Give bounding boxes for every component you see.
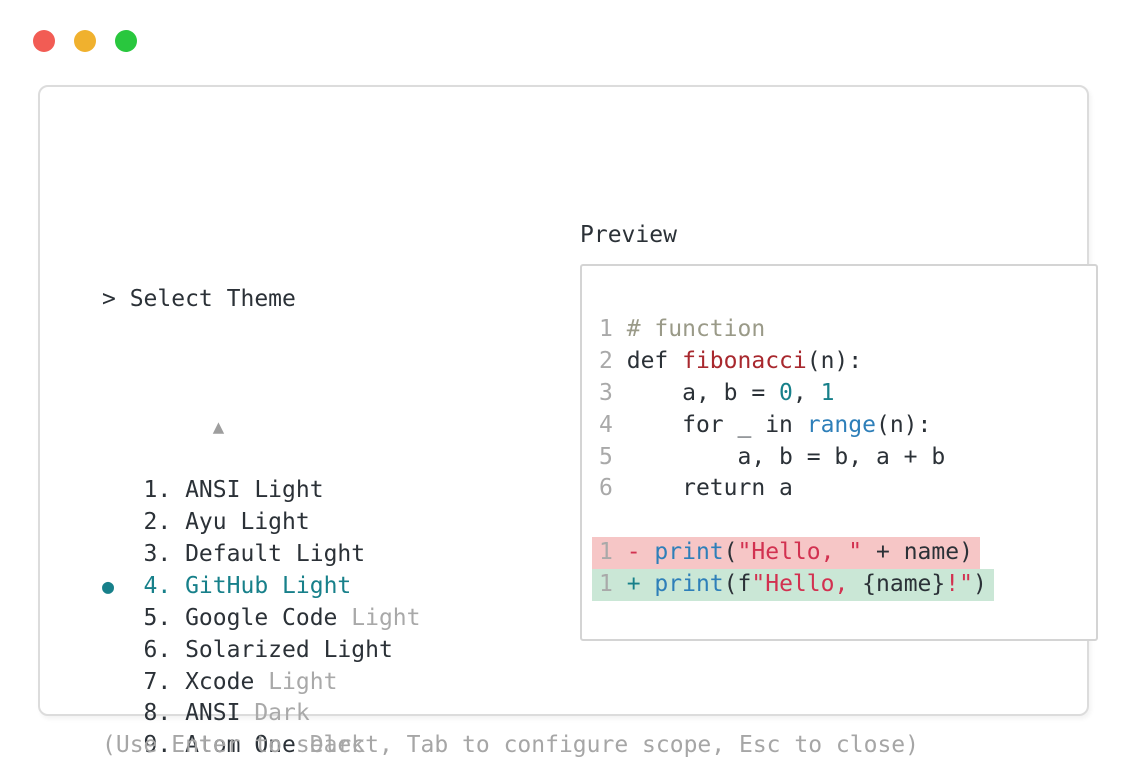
item-number: 7 bbox=[143, 668, 158, 695]
item-variant: Light bbox=[323, 636, 393, 663]
diff-line-added: 1 + print(f"Hello, {name}!") bbox=[592, 569, 1096, 602]
item-number: 8 bbox=[143, 700, 158, 727]
code-line: 2 def fibonacci(n): bbox=[599, 346, 1096, 378]
code-token: "Hello, bbox=[751, 571, 863, 598]
scroll-up-icon[interactable]: ▲ bbox=[212, 416, 225, 439]
item-number: 6 bbox=[143, 636, 158, 663]
code-token: "Hello, " bbox=[737, 539, 863, 566]
code-token: !" bbox=[945, 571, 973, 598]
code-token: , bbox=[792, 379, 821, 406]
code-token: def bbox=[626, 347, 683, 374]
close-button[interactable] bbox=[33, 30, 55, 52]
item-number: 2 bbox=[143, 509, 158, 536]
code-token: (f bbox=[723, 571, 752, 598]
code-token: fibonacci bbox=[682, 347, 807, 374]
line-number: 2 bbox=[599, 347, 613, 374]
item-number: 1 bbox=[143, 477, 158, 504]
code-token: (n): bbox=[806, 347, 863, 374]
code-line: 4 for _ in range(n): bbox=[599, 410, 1096, 442]
item-name: Google Code bbox=[185, 604, 338, 631]
code-token: {name} bbox=[862, 571, 946, 598]
minimize-button[interactable] bbox=[74, 30, 96, 52]
code-token: 1 bbox=[820, 379, 835, 406]
code-token: ( bbox=[723, 539, 738, 566]
line-number: 5 bbox=[599, 443, 613, 470]
line-number: 6 bbox=[599, 475, 613, 502]
code-token: - bbox=[626, 539, 655, 566]
blank-line bbox=[599, 505, 1096, 537]
theme-list-item[interactable]: 7. Xcode Light bbox=[102, 667, 421, 699]
code-token: # function bbox=[626, 316, 766, 342]
item-variant: Light bbox=[240, 509, 310, 536]
code-token: for _ in bbox=[626, 411, 807, 438]
selected-bullet-icon: ● bbox=[102, 571, 130, 603]
item-variant: Light bbox=[295, 541, 366, 567]
theme-list-item[interactable]: 6. Solarized Light bbox=[102, 635, 421, 667]
code-token: print bbox=[654, 539, 724, 566]
item-number: 9 bbox=[143, 732, 158, 757]
theme-list-item[interactable]: 9. Atom One Dark bbox=[102, 730, 421, 757]
line-number: 1 bbox=[599, 571, 613, 598]
item-variant: Light bbox=[282, 572, 352, 599]
line-number: 1 bbox=[599, 539, 613, 566]
item-variant: Light bbox=[351, 604, 421, 631]
theme-list-item[interactable]: 3. Default Light bbox=[102, 539, 421, 571]
code-token: (n): bbox=[875, 411, 932, 438]
item-variant: Dark bbox=[254, 700, 310, 727]
item-variant: Light bbox=[268, 668, 338, 695]
code-token: + name) bbox=[862, 539, 973, 566]
line-number: 1 bbox=[599, 316, 613, 342]
code-token: 0 bbox=[779, 379, 793, 406]
code-line: 5 a, b = b, a + b bbox=[599, 442, 1096, 474]
theme-list-item[interactable]: 8. ANSI Dark bbox=[102, 698, 421, 730]
item-number: 5 bbox=[143, 604, 158, 631]
select-theme-prompt: > Select Theme bbox=[102, 285, 296, 312]
diff-line-removed: 1 - print("Hello, " + name) bbox=[592, 537, 1096, 570]
help-text: (Use Enter to select, Tab to configure s… bbox=[102, 732, 919, 757]
zoom-button[interactable] bbox=[115, 30, 137, 52]
item-name: Atom One bbox=[185, 732, 296, 757]
item-name: Solarized bbox=[185, 636, 310, 663]
item-variant: Dark bbox=[309, 732, 366, 757]
item-number: 4 bbox=[143, 572, 158, 599]
line-number: 4 bbox=[599, 411, 613, 438]
code-token: range bbox=[806, 411, 876, 438]
item-name: Default bbox=[185, 541, 283, 567]
code-line: 6 return a bbox=[599, 473, 1096, 505]
item-name: Ayu bbox=[185, 509, 227, 536]
code-token: return a bbox=[626, 475, 793, 502]
code-token: ) bbox=[972, 571, 987, 598]
code-line: 1 # function bbox=[599, 314, 1096, 346]
code-token: a, b = b, a + b bbox=[626, 443, 946, 470]
item-name: ANSI bbox=[185, 477, 241, 504]
window-controls bbox=[33, 30, 137, 52]
theme-list-item[interactable]: ●4. GitHub Light bbox=[102, 571, 421, 603]
code-token: a, b = bbox=[626, 379, 780, 406]
code-line: 3 a, b = 0, 1 bbox=[599, 378, 1096, 410]
item-variant: Light bbox=[254, 477, 324, 504]
theme-list-item[interactable]: 5. Google Code Light bbox=[102, 603, 421, 635]
item-number: 3 bbox=[143, 541, 158, 567]
theme-list-item[interactable]: 1. ANSI Light bbox=[102, 475, 421, 507]
diff-highlight-added: 1 + print(f"Hello, {name}!") bbox=[592, 569, 994, 602]
bullet-glyph: ● bbox=[102, 573, 115, 598]
theme-list-item[interactable]: 2. Ayu Light bbox=[102, 507, 421, 539]
diff-highlight-removed: 1 - print("Hello, " + name) bbox=[592, 537, 980, 570]
code-token: print bbox=[654, 571, 724, 598]
preview-title: Preview bbox=[580, 222, 677, 248]
line-number: 3 bbox=[599, 379, 613, 406]
code-token: + bbox=[626, 571, 655, 598]
item-name: ANSI bbox=[185, 700, 241, 727]
item-name: Xcode bbox=[185, 668, 255, 695]
item-name: GitHub bbox=[185, 572, 269, 599]
scroll-up-row[interactable]: ▲ bbox=[102, 380, 421, 438]
